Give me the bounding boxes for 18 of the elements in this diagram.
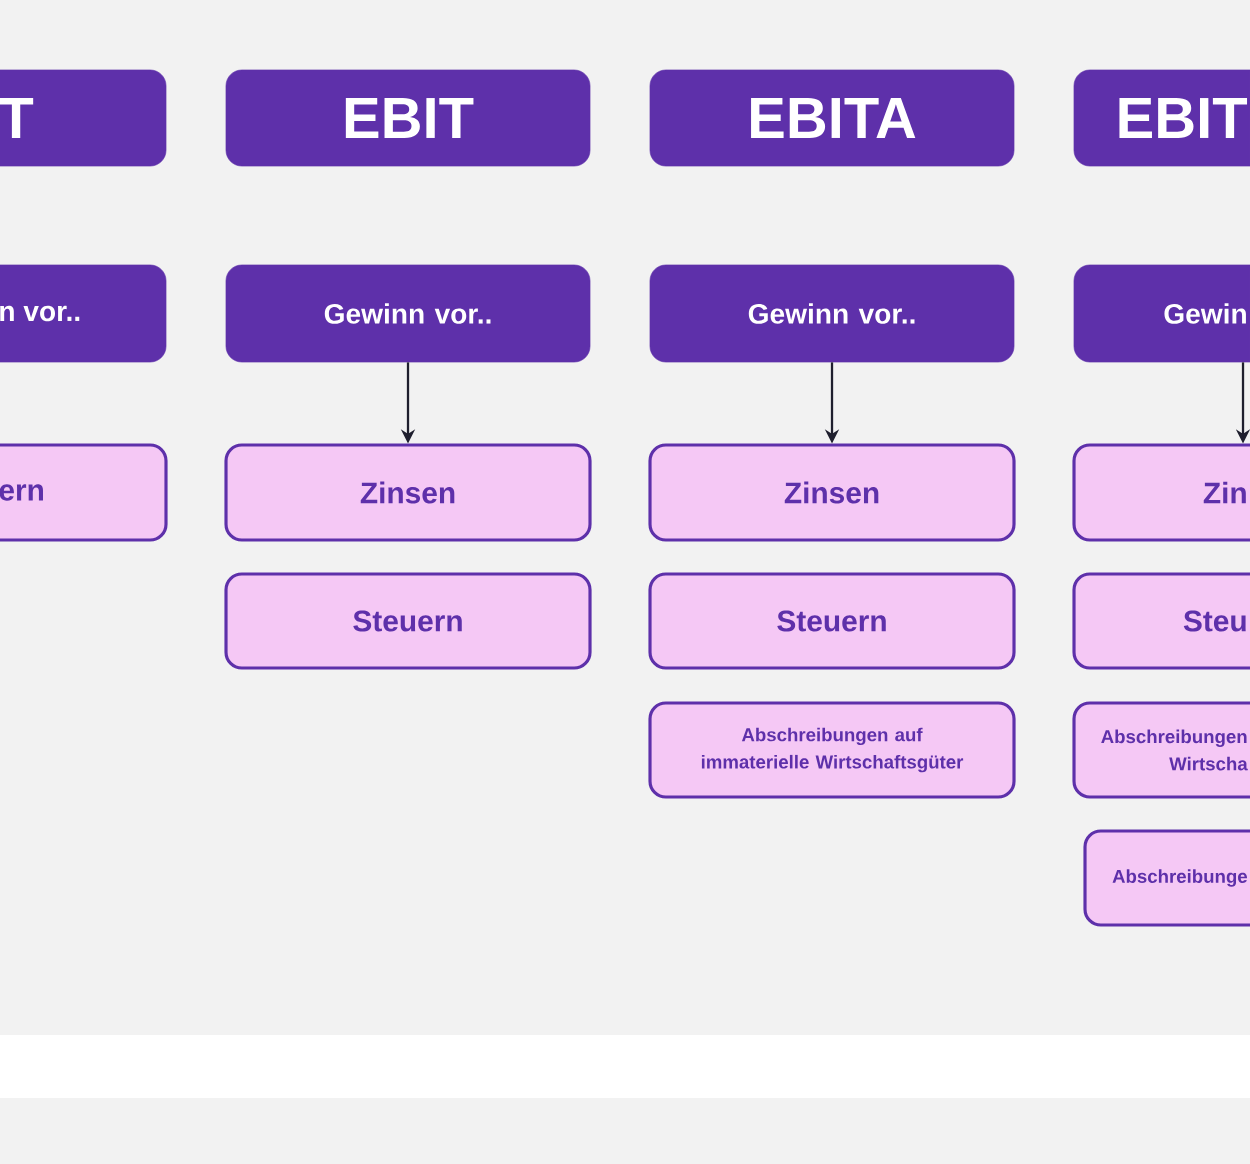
title-box: EBITA (649, 69, 1015, 167)
item-box: Abschreibungen auf immaterielle Wirtschaftsgüter (648, 701, 1016, 799)
item-box: Zinsen (224, 443, 592, 542)
item-box: Steuern (224, 572, 592, 670)
header-box: n vor.. (0, 264, 167, 363)
title-box: EBIT (1073, 69, 1250, 167)
item-box: ern (0, 443, 168, 542)
item-box: Zin (1072, 443, 1250, 542)
header-box: Gewinn vor.. (649, 264, 1015, 363)
title-box: EBIT (225, 69, 591, 167)
item-box: Abschreibunge (1083, 829, 1250, 927)
item-box: Abschreibungen Wirtscha (1072, 701, 1250, 799)
title-box: T (0, 69, 167, 167)
header-box: Gewinn vor.. (225, 264, 591, 363)
item-box: Steuern (648, 572, 1016, 670)
item-box: Zinsen (648, 443, 1016, 542)
item-box: Steu (1072, 572, 1250, 670)
header-box: Gewin (1073, 264, 1250, 363)
